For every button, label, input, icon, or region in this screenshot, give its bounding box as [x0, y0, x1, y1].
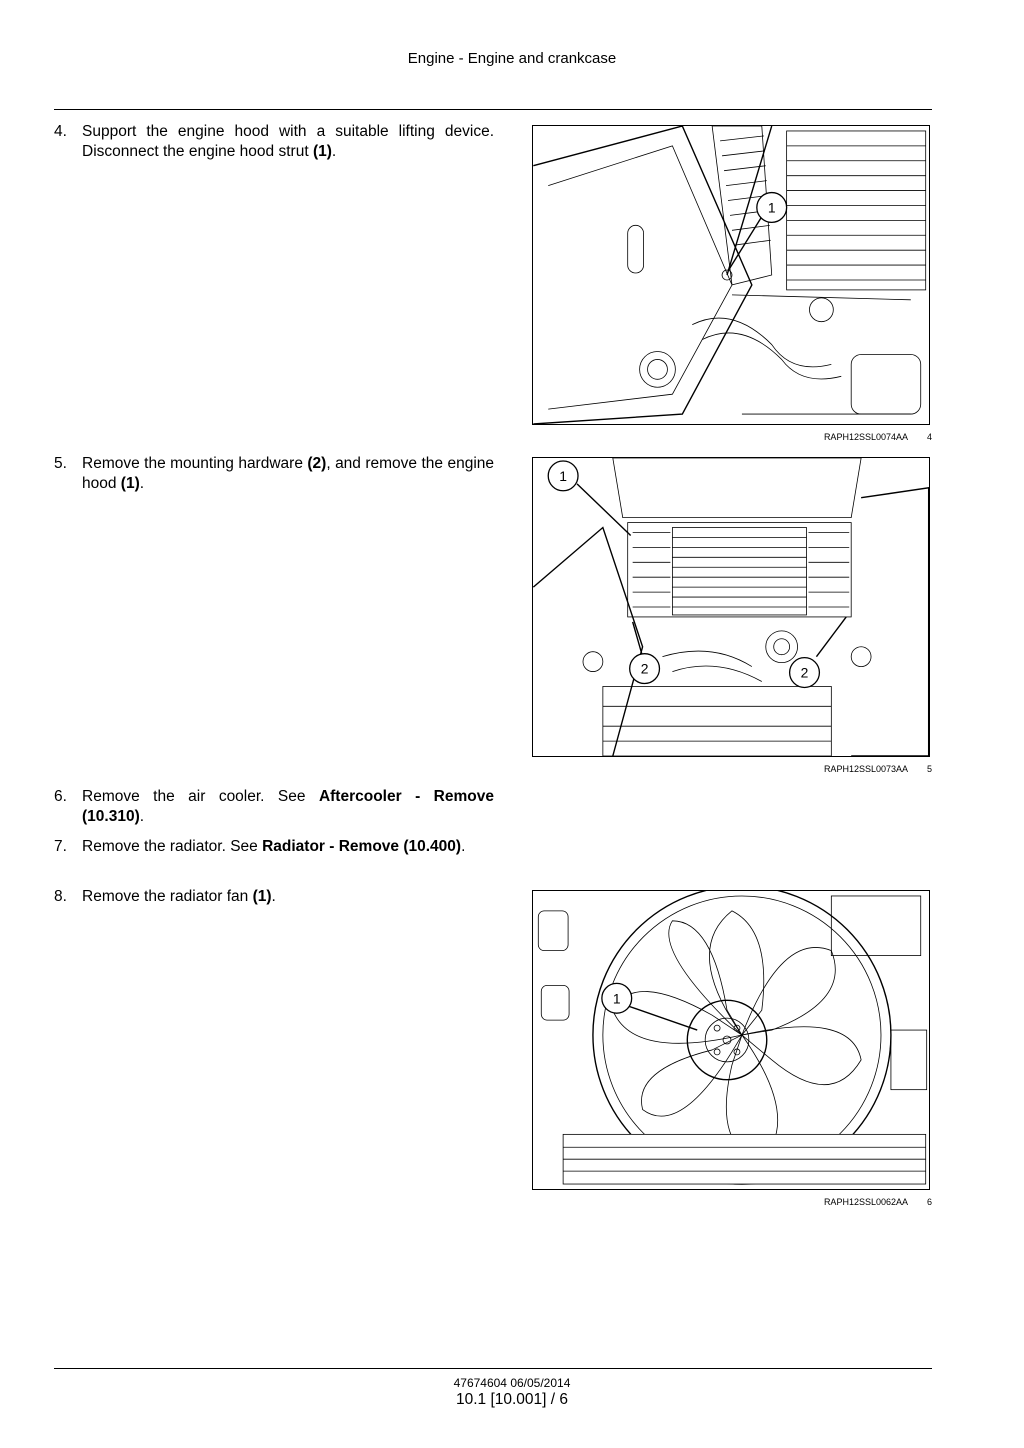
step-emphasis: (1): [312, 143, 332, 160]
figure-code: RAPH12SSL0062AA: [823, 1197, 908, 1207]
step-number: 6.: [54, 788, 67, 805]
radiator-fan-illustration: 1: [537, 891, 928, 1185]
footer-page-ref: 10.1 [10.001] / 6: [455, 1391, 569, 1408]
engine-hood-strut-illustration: 1: [533, 126, 927, 424]
engine-hood-removal-illustration: 1 2 2: [533, 458, 929, 756]
svg-text:1: 1: [613, 990, 621, 1006]
figure-number: 5: [926, 764, 932, 774]
step-run: .: [271, 888, 276, 905]
figure-engine-hood-strut: 1: [532, 125, 930, 425]
step-text: Support the engine hood with a suitable …: [82, 122, 494, 162]
figure-5-callout-hood: 1: [547, 460, 579, 492]
step-run: .: [461, 838, 466, 855]
page-header: Engine - Engine and crankcase: [407, 50, 617, 67]
figure-number: 4: [926, 432, 932, 442]
figure-4-callout: 1: [756, 191, 788, 223]
step-run: .: [139, 475, 145, 492]
step-text: Remove the radiator fan (1).: [82, 887, 494, 907]
step-run: , and remove the engine hood: [82, 455, 494, 492]
svg-text:1: 1: [768, 199, 776, 215]
step-run: Remove the air cooler. See: [82, 788, 319, 805]
step-6: 6. Remove the air cooler. See Aftercoole…: [54, 787, 494, 827]
step-number: 4.: [54, 123, 67, 140]
step-emphasis: (1): [252, 888, 272, 905]
svg-text:2: 2: [801, 665, 809, 681]
figure-5-callout-hardware-right: 2: [788, 657, 821, 689]
svg-text:2: 2: [641, 661, 649, 677]
figure-5-callout-hardware-left: 2: [629, 653, 661, 685]
step-text: Remove the air cooler. See Aftercooler -…: [82, 787, 494, 827]
svg-text:1: 1: [559, 468, 567, 484]
figure-6-caption: RAPH12SSL0062AA 6: [532, 1197, 932, 1211]
figure-radiator-fan: 1: [532, 890, 930, 1190]
footer-doc-code: 47674604 06/05/2014: [453, 1376, 571, 1390]
step-7: 7. Remove the radiator. See Radiator - R…: [54, 837, 494, 857]
step-number: 8.: [54, 888, 67, 905]
step-emphasis: (2): [307, 455, 327, 472]
step-number: 7.: [54, 838, 67, 855]
step-run: Support the engine hood with a suitable …: [82, 123, 494, 160]
step-run: Remove the radiator. See: [82, 838, 263, 855]
figure-6-callout: 1: [601, 982, 633, 1014]
step-emphasis: Aftercooler - Remove (10.310): [82, 788, 494, 825]
step-emphasis: (1): [120, 475, 140, 492]
figure-code: RAPH12SSL0073AA: [823, 764, 908, 774]
figure-code: RAPH12SSL0074AA: [823, 432, 908, 442]
step-run: Remove the radiator fan: [82, 888, 253, 905]
step-number: 5.: [54, 455, 67, 472]
step-text: Remove the radiator. See Radiator - Remo…: [82, 837, 494, 857]
figure-number: 6: [926, 1197, 932, 1207]
header-rule: [54, 109, 932, 110]
step-8: 8. Remove the radiator fan (1).: [54, 887, 494, 907]
step-4: 4. Support the engine hood with a suitab…: [54, 122, 494, 162]
figure-engine-hood-removal: 1 2 2: [532, 457, 930, 757]
footer-rule: [54, 1368, 932, 1369]
figure-5-caption: RAPH12SSL0073AA 5: [532, 764, 932, 778]
step-emphasis: Radiator - Remove (10.400): [262, 838, 462, 855]
step-run: .: [331, 143, 337, 160]
figure-4-caption: RAPH12SSL0074AA 4: [532, 432, 932, 446]
step-run: Remove the mounting hardware: [82, 455, 308, 472]
step-5: 5. Remove the mounting hardware (2), and…: [54, 454, 494, 494]
step-run: .: [139, 808, 145, 825]
step-text: Remove the mounting hardware (2), and re…: [82, 454, 494, 494]
